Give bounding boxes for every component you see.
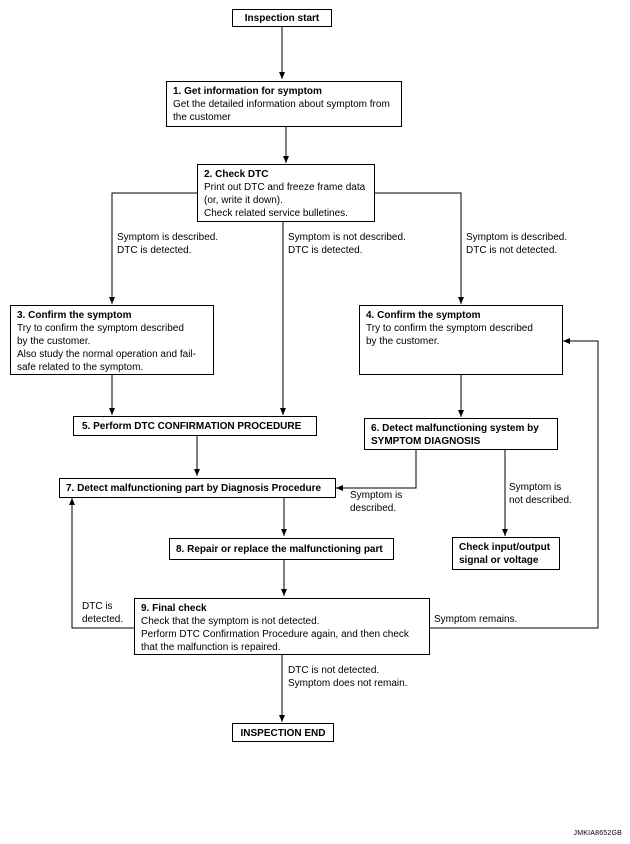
step1-text: Get the detailed information about sympt… (173, 99, 390, 110)
step3-text: by the customer. (17, 336, 91, 347)
edge-label-step9-to-step7: DTC is detected. (82, 600, 123, 626)
check-io-box: Check input/output signal or voltage (452, 537, 560, 570)
step2-text: (or, write it down). (204, 195, 283, 206)
edge-label-line: Symptom is (509, 482, 562, 493)
check-io-title: Check input/output (459, 542, 551, 553)
step5-title: 5. Perform DTC CONFIRMATION PROCEDURE (82, 421, 302, 432)
edge-label-line: Symptom is not described. (288, 232, 406, 243)
check-io-title: signal or voltage (459, 555, 539, 566)
step6-box: 6. Detect malfunctioning system by SYMPT… (364, 418, 558, 450)
arrow-step6-to-step7 (336, 450, 417, 491)
step2-title: 2. Check DTC (204, 169, 269, 180)
edge-label-line: DTC is not detected. (466, 245, 558, 256)
edge-label-step6-to-checkio: Symptom is not described. (509, 481, 572, 507)
step3-box: 3. Confirm the symptom Try to confirm th… (10, 305, 214, 375)
step9-text: that the malfunction is repaired. (141, 642, 281, 653)
step1-title: 1. Get information for symptom (173, 86, 322, 97)
edge-label-to-step4: Symptom is described. DTC is not detecte… (466, 231, 567, 257)
inspection-start-box: Inspection start (232, 9, 332, 27)
step2-text: Print out DTC and freeze frame data (204, 182, 366, 193)
edge-label-line: described. (350, 503, 397, 514)
inspection-end-box: INSPECTION END (232, 723, 334, 742)
edge-label-line: detected. (82, 614, 124, 625)
edge-label-line: DTC is not detected. (288, 665, 380, 676)
edge-label-line: DTC is detected. (117, 245, 192, 256)
step7-title: 7. Detect malfunctioning part by Diagnos… (66, 483, 322, 494)
step3-text: Also study the normal operation and fail… (17, 349, 196, 360)
step9-text: Perform DTC Confirmation Procedure again… (141, 629, 409, 640)
arrow-step9-to-step7 (69, 498, 134, 629)
edge-label-step9-to-end: DTC is not detected. Symptom does not re… (288, 664, 408, 690)
arrow-step9-to-step4 (430, 338, 599, 629)
step9-text: Check that the symptom is not detected. (141, 616, 320, 627)
step9-title: 9. Final check (141, 603, 207, 614)
edge-label-to-step5: Symptom is not described. DTC is detecte… (288, 231, 406, 257)
edge-label-to-step3: Symptom is described. DTC is detected. (117, 231, 218, 257)
step2-text: Check related service bulletines. (204, 208, 348, 219)
step8-title: 8. Repair or replace the malfunctioning … (176, 544, 383, 555)
arrow-step2-to-step4 (374, 192, 464, 304)
step8-box: 8. Repair or replace the malfunctioning … (169, 538, 394, 560)
step4-text: Try to confirm the symptom described (366, 323, 533, 334)
step2-box: 2. Check DTC Print out DTC and freeze fr… (197, 164, 375, 222)
edge-label-line: Symptom is (350, 490, 403, 501)
edge-label-line: Symptom is described. (117, 232, 219, 243)
edge-label-line: Symptom does not remain. (288, 678, 408, 689)
step9-box: 9. Final check Check that the symptom is… (134, 598, 430, 655)
step6-title: SYMPTOM DIAGNOSIS (371, 436, 481, 447)
inspection-end-label: INSPECTION END (240, 728, 326, 739)
step4-box: 4. Confirm the symptom Try to confirm th… (359, 305, 563, 375)
inspection-start-label: Inspection start (244, 13, 320, 24)
figure-id: JMKIA8652GB (573, 830, 622, 837)
edge-label-line: DTC is detected. (288, 245, 363, 256)
edge-label-line: not described. (509, 495, 572, 506)
step3-title: 3. Confirm the symptom (17, 310, 132, 321)
step6-title: 6. Detect malfunctioning system by (371, 423, 539, 434)
step4-title: 4. Confirm the symptom (366, 310, 481, 321)
step3-text: Try to confirm the symptom described (17, 323, 184, 334)
step5-box: 5. Perform DTC CONFIRMATION PROCEDURE (73, 416, 317, 436)
step1-text: the customer (173, 112, 231, 123)
edge-label-line: Symptom remains. (434, 614, 518, 625)
edge-label-step6-to-step7: Symptom is described. (350, 489, 402, 515)
step7-box: 7. Detect malfunctioning part by Diagnos… (59, 478, 336, 498)
edge-label-line: Symptom is described. (466, 232, 568, 243)
step4-text: by the customer. (366, 336, 440, 347)
edge-label-line: DTC is (82, 601, 113, 612)
step1-box: 1. Get information for symptom Get the d… (166, 81, 402, 127)
step3-text: safe related to the symptom. (17, 362, 144, 373)
arrow-step2-to-step3 (109, 192, 198, 304)
edge-label-step9-to-step4: Symptom remains. (434, 613, 517, 626)
